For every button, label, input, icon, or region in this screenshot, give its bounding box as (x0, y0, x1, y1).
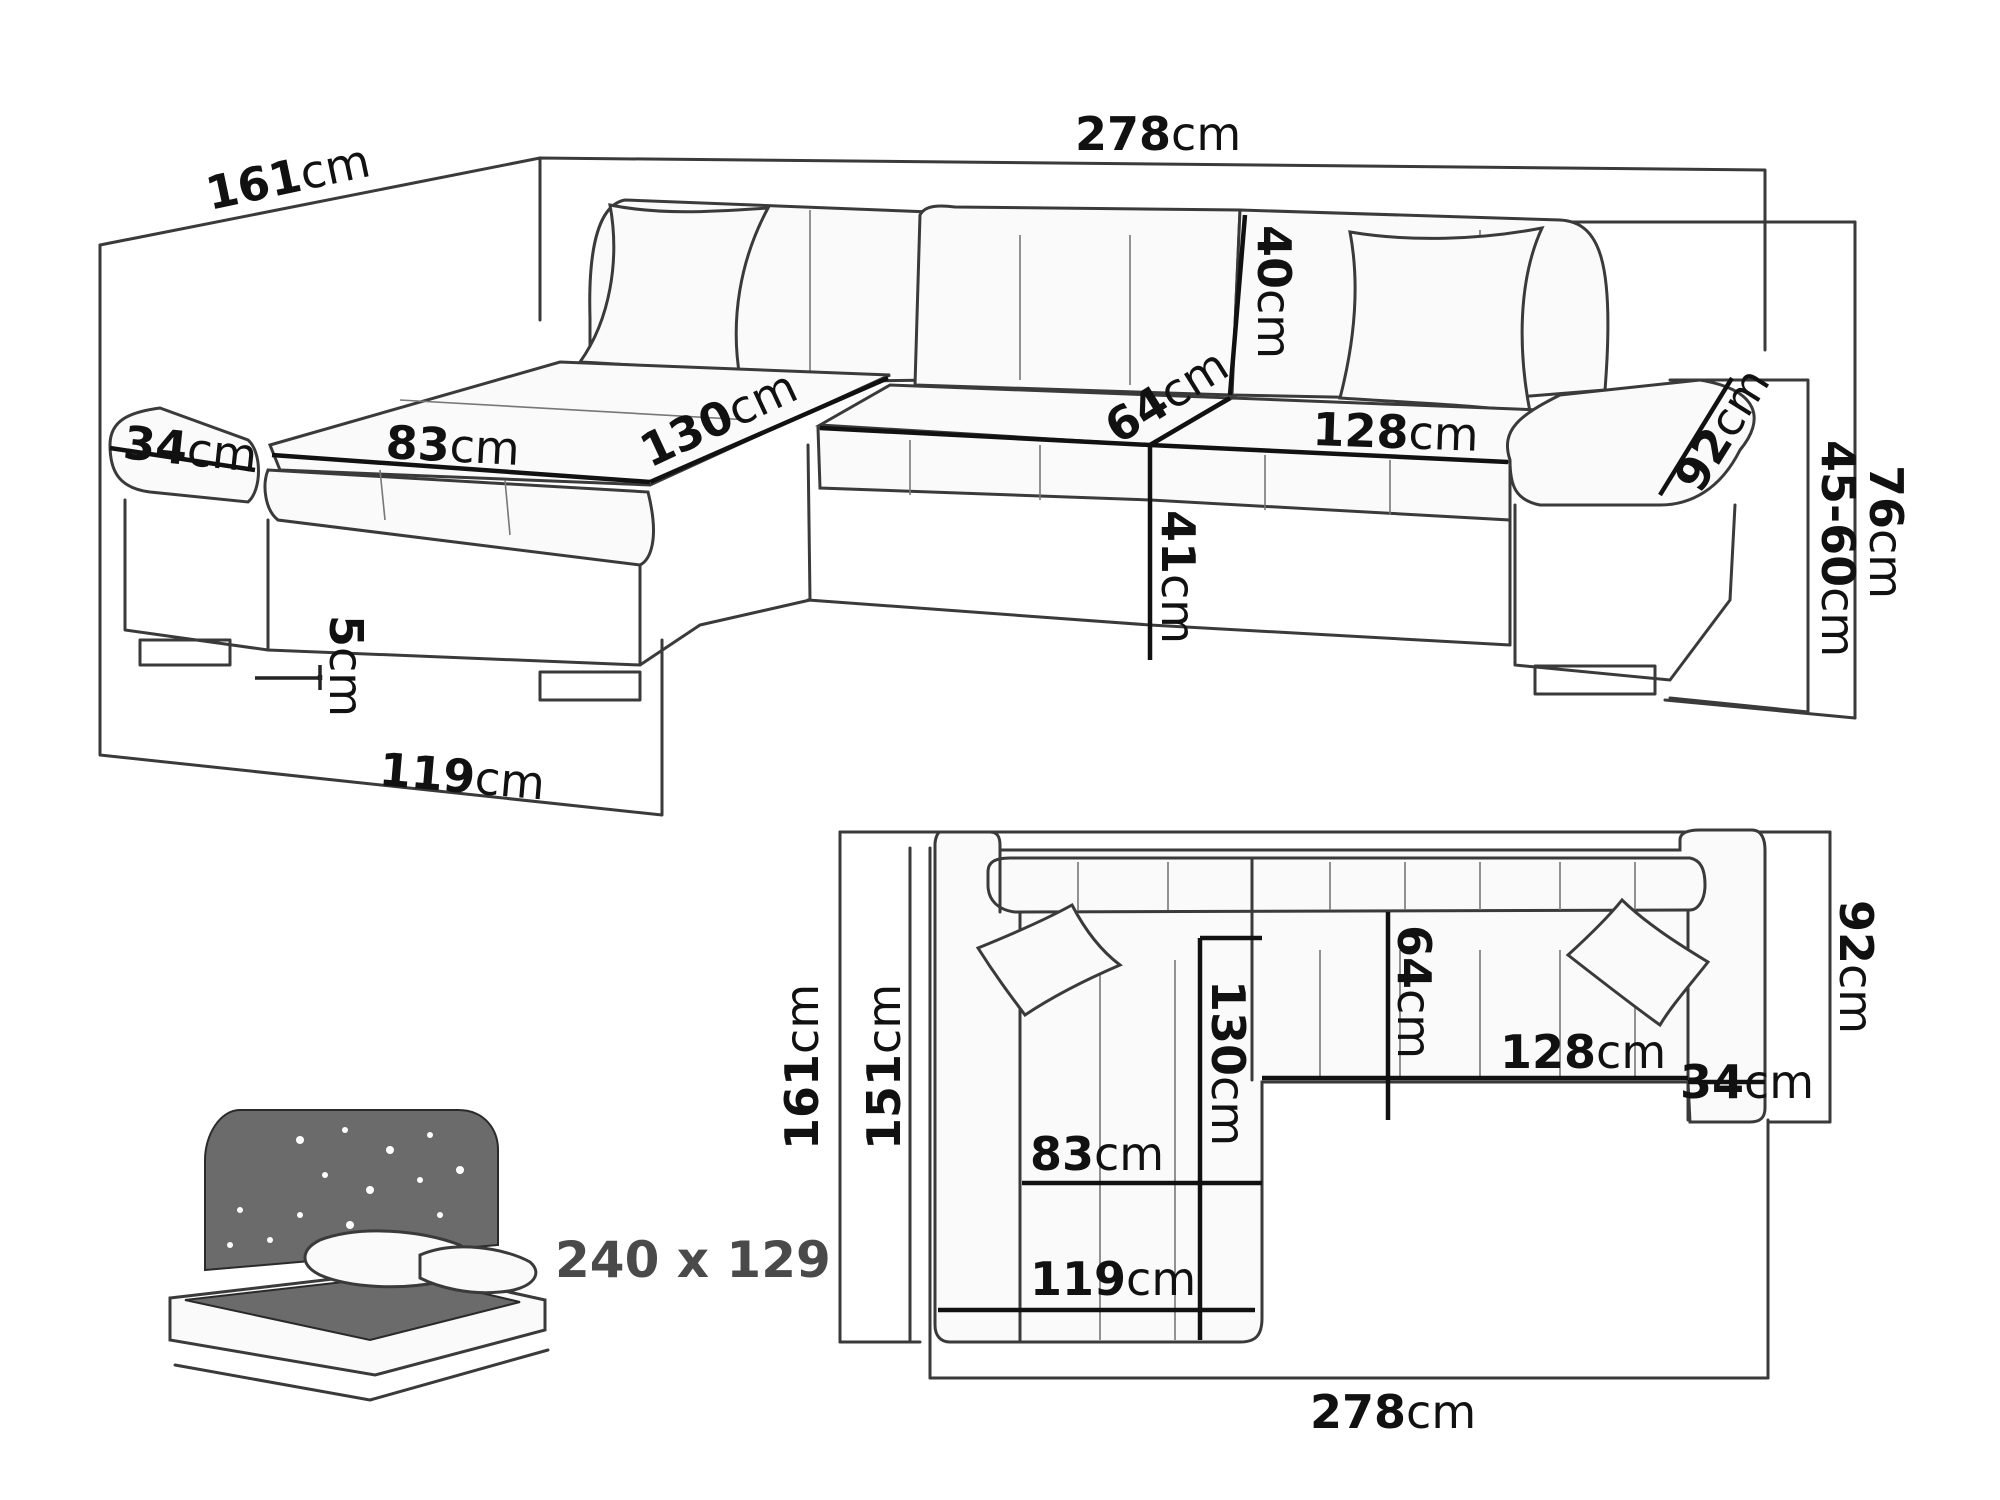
top-label-depth-inner: 151cm (857, 984, 911, 1150)
right-armrest (1505, 378, 1756, 682)
top-label-depth-total: 161cm (775, 984, 829, 1150)
top-label-armrest: 34cm (1680, 1055, 1814, 1109)
perspective-cut-lines (109, 214, 1734, 680)
bed-size-label: 240 x 129 (555, 1231, 831, 1289)
sofa-legs (138, 638, 1657, 702)
pillow-right (1338, 225, 1545, 414)
label-seat-width: 83cm (384, 415, 521, 476)
top-label-right-seat: 128cm (1500, 1025, 1666, 1079)
label-arm-height: 45-60cm (1811, 440, 1865, 657)
top-view-sofa (933, 828, 1767, 1344)
top-label-chaise-length: 130cm (1201, 980, 1255, 1146)
top-label-width-bottom: 278cm (1310, 1385, 1476, 1439)
label-chaise-width: 119cm (377, 742, 547, 810)
label-right-seat: 128cm (1312, 402, 1480, 462)
top-label-seat-depth: 64cm (1387, 925, 1441, 1059)
top-view: 278cm 161cm 151cm 92cm 130cm 64cm 128cm … (775, 828, 1883, 1439)
chaise-armrest (108, 406, 260, 504)
label-armrest-width: 34cm (121, 415, 260, 483)
top-view-cut-lines (938, 912, 1765, 1340)
perspective-frame-lines (98, 156, 1857, 817)
center-seat (814, 383, 1238, 502)
label-back-height: 40cm (1247, 225, 1301, 359)
bed-stars (227, 1127, 464, 1248)
top-label-depth-right: 92cm (1829, 900, 1883, 1034)
label-total-height: 76cm (1859, 465, 1913, 599)
top-label-seat-width: 83cm (1030, 1127, 1164, 1181)
label-leg-height: 5cm (319, 615, 373, 717)
label-seat-height: 41cm (1151, 510, 1205, 644)
top-view-frame (838, 830, 1832, 1380)
top-label-chaise-width: 119cm (1030, 1252, 1196, 1306)
label-total-width: 278cm (1075, 107, 1241, 161)
perspective-view: 278cm 161cm 119cm 34cm 83cm 130cm 64cm 4… (98, 107, 1913, 817)
top-pillow-right (1565, 897, 1711, 1028)
top-pillow-left (975, 902, 1123, 1018)
bed-icon: 240 x 129 (168, 1109, 831, 1402)
chaise-seat (263, 360, 891, 567)
